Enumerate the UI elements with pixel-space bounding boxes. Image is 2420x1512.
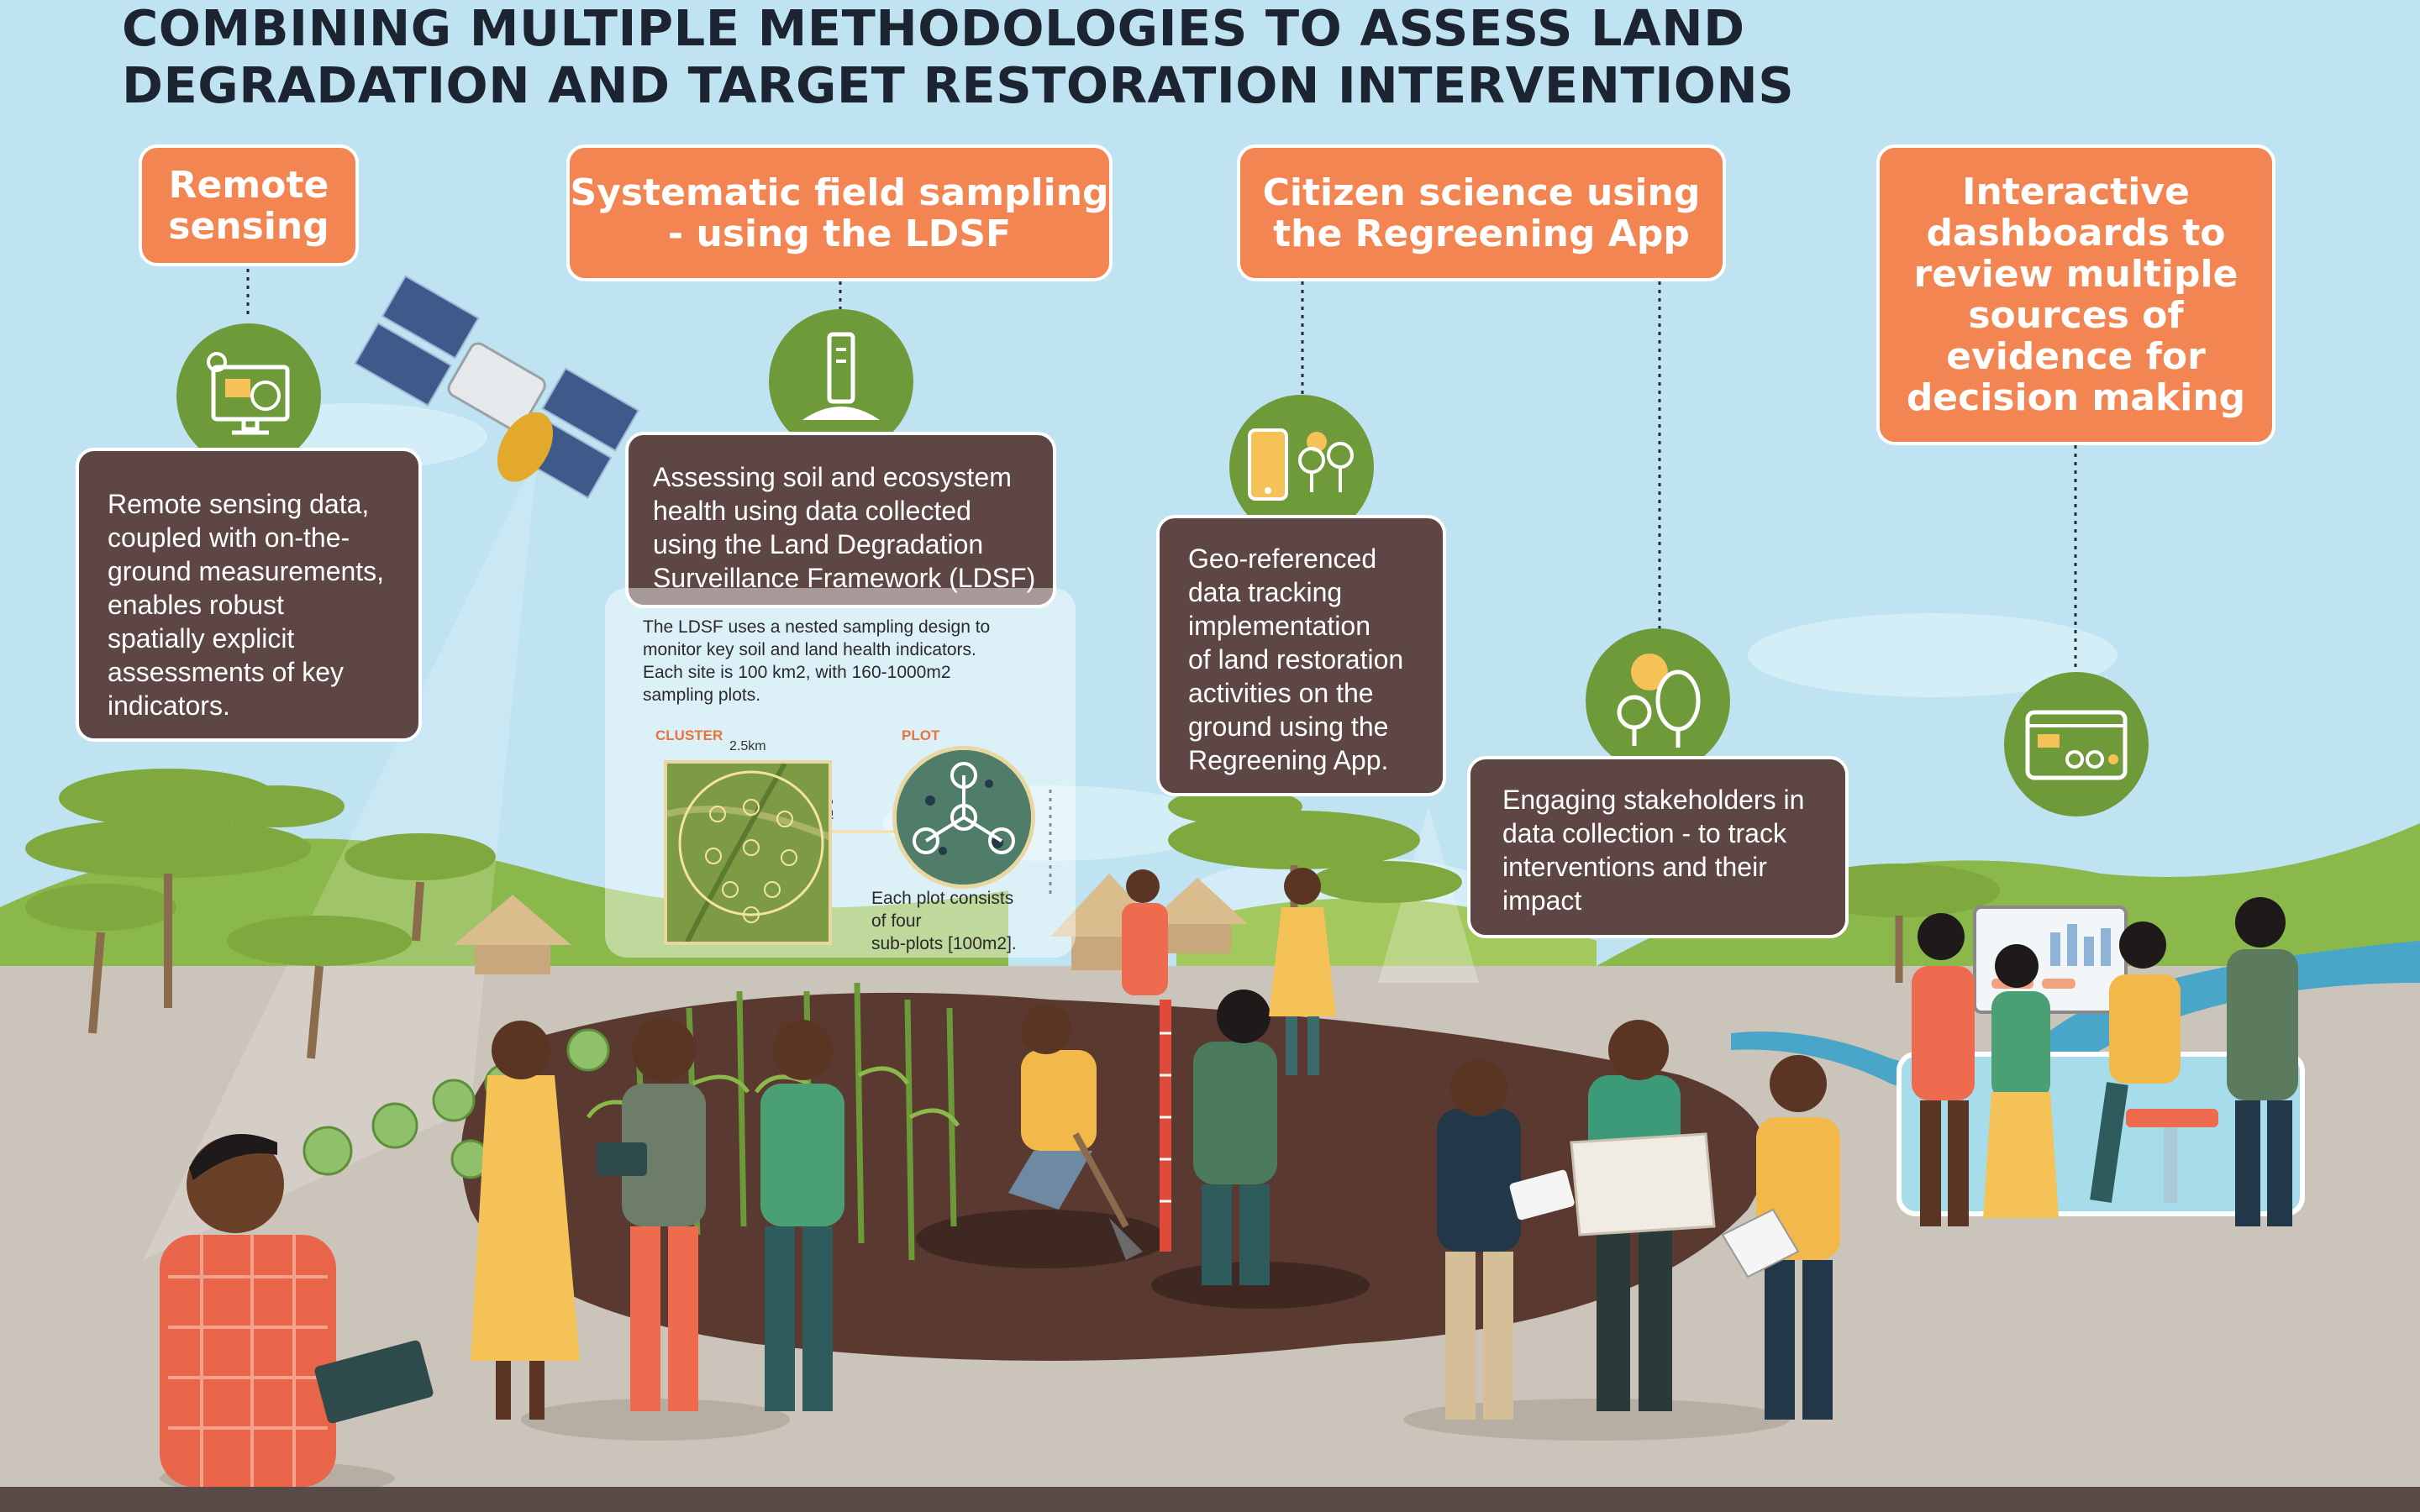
page-title: COMBINING MULTIPLE METHODOLOGIES TO ASSE…: [122, 0, 1795, 114]
scale-horizontal: 2.5km: [729, 739, 766, 753]
plot-note: Each plot consists of four sub-plots [10…: [871, 889, 1017, 953]
citizen-science-heading: Citizen science using the Regreening App: [1237, 144, 1726, 281]
citizen-science-description: Geo-referenced data tracking implementat…: [1156, 515, 1446, 796]
trees-icon: [1586, 628, 1730, 773]
field-sampling-description: Assessing soil and ecosystem health usin…: [625, 432, 1056, 608]
stakeholders-description: Engaging stakeholders in data collection…: [1467, 756, 1849, 938]
dashboard-icon: [2004, 672, 2149, 816]
cluster-map: [664, 760, 832, 945]
plot-map: [892, 746, 1035, 889]
remote-sensing-description: Remote sensing data, coupled with on-the…: [76, 448, 422, 742]
soil-probe-icon: [769, 309, 913, 454]
ldsf-intro-text: The LDSF uses a nested sampling design t…: [643, 617, 991, 705]
remote-sensing-heading: Remote sensing: [139, 144, 359, 266]
footer-bar: [0, 1487, 2420, 1512]
plot-label: PLOT: [902, 727, 940, 743]
dashboards-heading: Interactive dashboards to review multipl…: [1876, 144, 2275, 445]
field-sampling-heading: Systematic field sampling - using the LD…: [566, 144, 1113, 281]
cluster-label: CLUSTER: [655, 727, 723, 743]
computer-chart-icon: [176, 323, 321, 468]
